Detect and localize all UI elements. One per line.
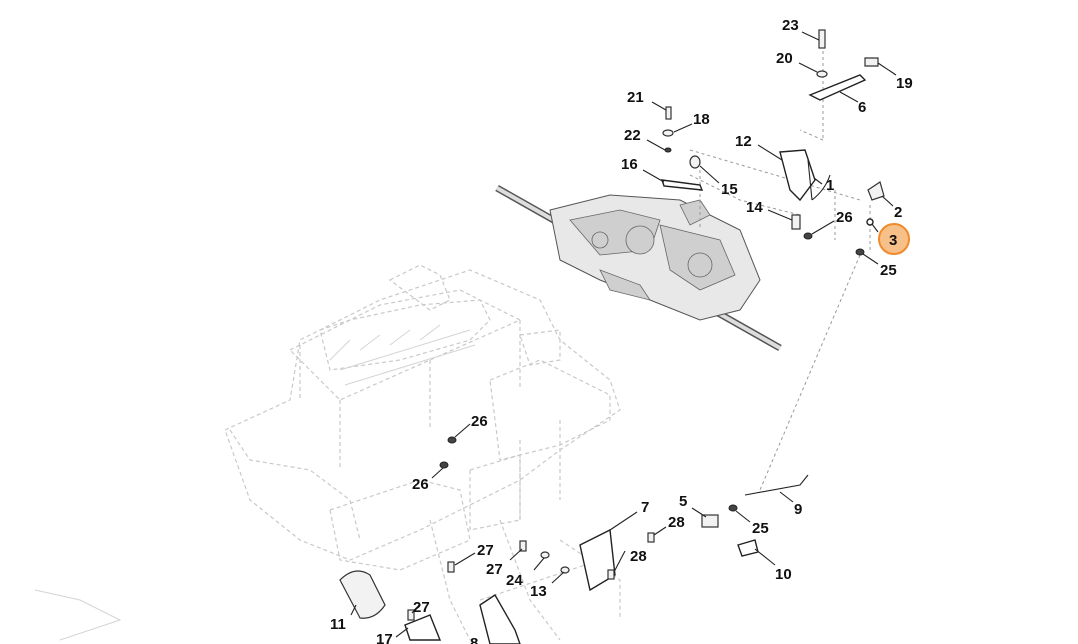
bracket-12 (779, 149, 816, 202)
callout-6[interactable]: 6 (858, 99, 866, 116)
clip-3 (866, 218, 874, 226)
nut-26-upper (803, 232, 813, 240)
callout-28-b[interactable]: 28 (630, 548, 647, 565)
screw-21 (665, 106, 672, 120)
callout-9[interactable]: 9 (794, 501, 802, 518)
callout-26-frame-b[interactable]: 26 (412, 476, 429, 493)
selected-callout-highlight (878, 223, 910, 255)
callout-15[interactable]: 15 (721, 181, 738, 198)
callout-24[interactable]: 24 (506, 572, 523, 589)
washer-24 (540, 551, 550, 559)
callout-26-frame-a[interactable]: 26 (471, 413, 488, 430)
callout-1[interactable]: 1 (826, 177, 834, 194)
leader-lines (350, 31, 897, 638)
plate-7 (579, 528, 616, 592)
callout-27-c[interactable]: 27 (413, 599, 430, 616)
washer-20 (816, 70, 828, 78)
callout-17[interactable]: 17 (376, 631, 393, 644)
clamp-10 (737, 539, 759, 557)
callout-22[interactable]: 22 (624, 127, 641, 144)
transaxle (495, 184, 782, 352)
callout-21[interactable]: 21 (627, 89, 644, 106)
callout-16[interactable]: 16 (621, 156, 638, 173)
spacer-14 (791, 214, 801, 230)
nut-26-frame-a (447, 436, 457, 444)
screw-28-a (647, 532, 655, 543)
screw-27-c (407, 609, 415, 621)
callout-11[interactable]: 11 (330, 616, 346, 633)
linkage-parts (339, 29, 885, 644)
nut-22 (664, 147, 672, 153)
grip-knob-11 (339, 570, 386, 619)
callout-8[interactable]: 8 (470, 635, 478, 644)
callout-25-lower[interactable]: 25 (752, 520, 769, 537)
callout-10[interactable]: 10 (775, 566, 792, 583)
screw-27-a (447, 561, 455, 573)
callout-13[interactable]: 13 (530, 583, 547, 600)
control-rod-9 (744, 474, 809, 496)
nut-26-frame-b (439, 461, 449, 469)
callout-25-upper[interactable]: 25 (880, 262, 897, 279)
lever-8 (479, 594, 521, 644)
lever-17 (404, 614, 442, 641)
bracket-6 (808, 74, 867, 101)
callout-5[interactable]: 5 (679, 493, 687, 510)
chassis-frame-ghost (34, 264, 621, 641)
callout-19[interactable]: 19 (896, 75, 913, 92)
nut-25-upper (855, 248, 865, 256)
screw-28-b (607, 569, 615, 580)
callout-7[interactable]: 7 (641, 499, 649, 516)
callout-27-b[interactable]: 27 (486, 561, 503, 578)
washer-13 (560, 566, 570, 574)
callout-18[interactable]: 18 (693, 111, 710, 128)
callout-14[interactable]: 14 (746, 199, 763, 216)
callout-26-upper[interactable]: 26 (836, 209, 853, 226)
lever-16 (660, 179, 704, 191)
bolt-19 (864, 57, 879, 67)
nut-25-lower (728, 504, 738, 512)
callout-12[interactable]: 12 (735, 133, 752, 150)
callout-labels: 23 20 19 6 21 18 22 12 16 1 15 2 14 26 3… (330, 17, 913, 644)
callout-28-a[interactable]: 28 (668, 514, 685, 531)
callout-23[interactable]: 23 (782, 17, 799, 34)
screw-23 (818, 29, 826, 49)
screw-27-b (519, 540, 527, 552)
callout-27-a[interactable]: 27 (477, 542, 494, 559)
knob-2 (867, 181, 885, 201)
bushing-15 (689, 155, 701, 169)
callout-3[interactable]: 3 (889, 232, 897, 249)
connector-5 (701, 514, 719, 528)
callout-2[interactable]: 2 (894, 204, 902, 221)
callout-20[interactable]: 20 (776, 50, 793, 67)
rod-1 (807, 159, 831, 201)
washer-18 (662, 129, 674, 137)
